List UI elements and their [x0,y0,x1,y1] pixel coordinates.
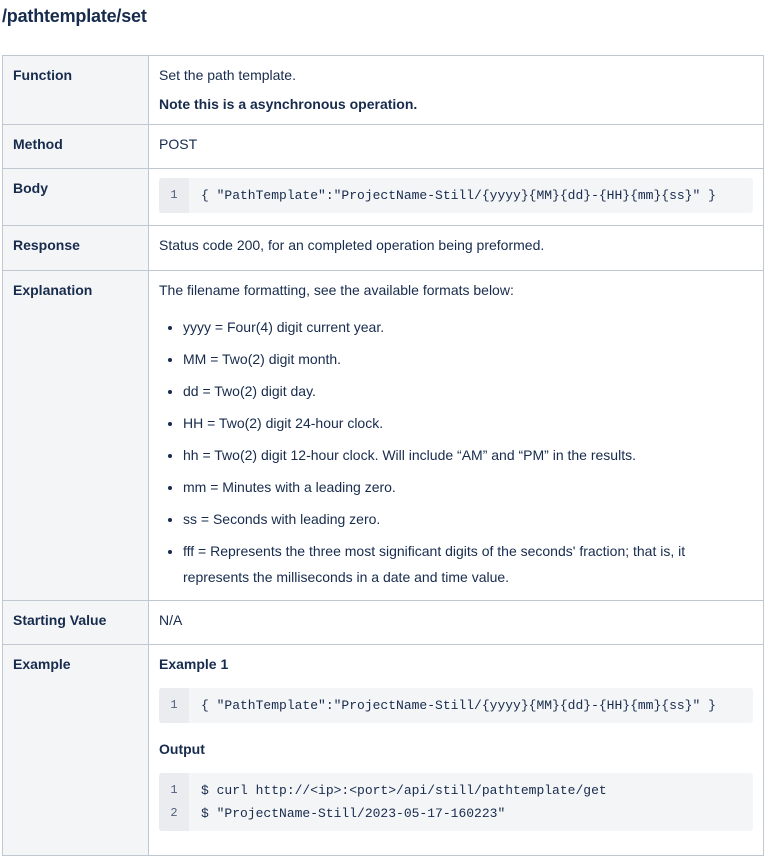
table-row-explanation: Explanation The filename formatting, see… [2,270,764,601]
starting-value-cell: N/A [148,600,764,645]
code-content: $ curl http://<ip>:<port>/api/still/path… [189,773,619,831]
body-code-block: 1 { "PathTemplate":"ProjectName-Still/{y… [159,178,753,213]
function-note: Note this is a asynchronous operation. [159,96,418,112]
code-content: { "PathTemplate":"ProjectName-Still/{yyy… [189,178,728,213]
example-code-block: 1 { "PathTemplate":"ProjectName-Still/{y… [159,688,753,723]
table-row-body: Body 1 { "PathTemplate":"ProjectName-Sti… [2,168,764,226]
list-item: yyyy = Four(4) digit current year. [183,314,753,340]
list-item: fff = Represents the three most signific… [183,538,753,590]
output-heading: Output [159,741,205,757]
list-item: mm = Minutes with a leading zero. [183,474,753,500]
output-code-block: 1 2 $ curl http://<ip>:<port>/api/still/… [159,773,753,831]
table-row-function: Function Set the path template. Note thi… [2,55,764,125]
list-item: hh = Two(2) digit 12-hour clock. Will in… [183,442,753,468]
body-cell: 1 { "PathTemplate":"ProjectName-Still/{y… [148,168,764,226]
row-label-explanation: Explanation [2,270,149,601]
response-value: Status code 200, for an completed operat… [159,237,545,253]
line-number: 1 [170,698,178,712]
row-label-body: Body [2,168,149,226]
row-label-function: Function [2,55,149,125]
row-label-response: Response [2,225,149,271]
page-title: /pathtemplate/set [2,6,147,26]
line-number: 2 [170,806,178,820]
list-item: ss = Seconds with leading zero. [183,506,753,532]
table-row-response: Response Status code 200, for an complet… [2,225,764,271]
row-label-starting-value: Starting Value [2,600,149,645]
line-number: 1 [170,783,178,797]
line-number: 1 [170,188,178,202]
api-doc-table: Function Set the path template. Note thi… [2,55,764,856]
method-value: POST [159,136,198,152]
table-row-example: Example Example 1 1 { "PathTemplate":"Pr… [2,644,764,856]
explanation-intro: The filename formatting, see the availab… [159,282,514,298]
code-gutter: 1 [159,688,189,723]
table-row-method: Method POST [2,124,764,169]
row-label-method: Method [2,124,149,169]
response-cell: Status code 200, for an completed operat… [148,225,764,271]
method-cell: POST [148,124,764,169]
example-heading: Example 1 [159,656,229,672]
format-list: yyyy = Four(4) digit current year. MM = … [159,314,753,590]
starting-value: N/A [159,612,183,628]
code-content: { "PathTemplate":"ProjectName-Still/{yyy… [189,688,728,723]
function-cell: Set the path template. Note this is a as… [148,55,764,125]
code-line: $ curl http://<ip>:<port>/api/still/path… [201,783,607,798]
function-description: Set the path template. [159,67,296,83]
list-item: HH = Two(2) digit 24-hour clock. [183,410,753,436]
code-line: { "PathTemplate":"ProjectName-Still/{yyy… [201,698,716,713]
table-row-starting-value: Starting Value N/A [2,600,764,645]
explanation-cell: The filename formatting, see the availab… [148,270,764,601]
list-item: MM = Two(2) digit month. [183,346,753,372]
code-line: { "PathTemplate":"ProjectName-Still/{yyy… [201,188,716,203]
code-gutter: 1 [159,178,189,213]
code-gutter: 1 2 [159,773,189,831]
code-line: $ "ProjectName-Still/2023-05-17-160223" [201,806,506,821]
list-item: dd = Two(2) digit day. [183,378,753,404]
example-cell: Example 1 1 { "PathTemplate":"ProjectNam… [148,644,764,856]
row-label-example: Example [2,644,149,856]
